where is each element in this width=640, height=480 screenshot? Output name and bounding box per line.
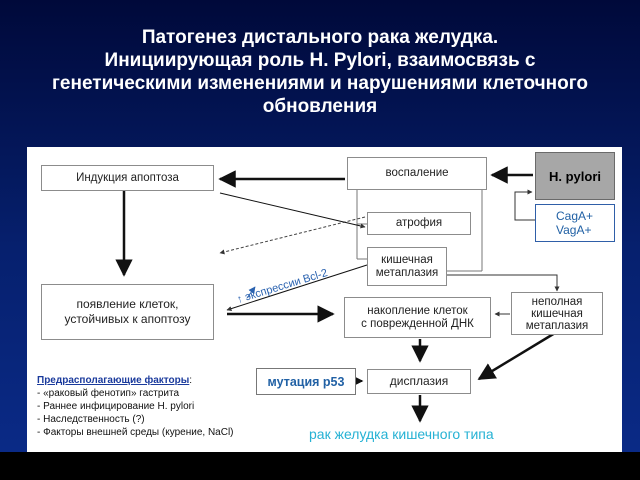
arrows-layer xyxy=(115,166,560,423)
arrow-caga-to-hpylori xyxy=(514,189,535,221)
intestinal-cancer-label: рак желудка кишечного типа xyxy=(309,426,494,442)
resistant-line-2: устойчивых к апоптозу xyxy=(64,312,191,326)
predisposing-factors: Предрасполагающие факторы: - «раковый фе… xyxy=(37,374,234,439)
atrophy-box: атрофия xyxy=(367,212,471,235)
factor-item: - Факторы внешней среды (курение, NaCl) xyxy=(37,427,234,438)
title-line-3: генетическими изменениями и нарушениями … xyxy=(52,73,588,94)
dna-line-2: с поврежденной ДНК xyxy=(361,317,474,330)
factor-item: - «раковый фенотип» гастрита xyxy=(37,388,180,399)
arrow-incomplete-to-dysplasia xyxy=(477,331,556,381)
bottom-band xyxy=(0,452,640,480)
atrophy-label: атрофия xyxy=(395,217,443,229)
factor-item: - Раннее инфицирование H. pylori xyxy=(37,401,195,412)
resistant-line-1: появление клеток, xyxy=(76,297,179,311)
incomplete-line-3: метаплазия xyxy=(525,319,589,332)
factor-item: - Наследственность (?) xyxy=(37,414,145,425)
title-line-4: обновления xyxy=(262,96,378,117)
h-pylori-label: H. pylori xyxy=(548,168,601,184)
metaplasia-line-2: метаплазия xyxy=(375,266,439,279)
dysplasia-label: дисплазия xyxy=(389,374,449,388)
virulence-factors-box: CagA+ VagA+ xyxy=(535,204,615,242)
intestinal-metaplasia-box: кишечная метаплазия xyxy=(367,247,447,286)
diagram-panel: Индукция апоптоза воспаление H. pylori C… xyxy=(27,147,622,452)
apoptosis-induction-label: Индукция апоптоза xyxy=(76,171,179,184)
title-line-1: Патогенез дистального рака желудка. xyxy=(141,27,499,48)
arrow-bcl2 xyxy=(246,286,256,299)
arrow-metaplasia-to-resistant xyxy=(226,264,368,312)
dna-line-1: накопление клеток xyxy=(367,304,468,317)
h-pylori-box: H. pylori xyxy=(535,152,615,200)
incomplete-line-2: кишечная xyxy=(531,307,583,320)
apoptosis-resistant-cells-box: появление клеток, устойчивых к апоптозу xyxy=(41,284,214,340)
caga-label: CagA+ xyxy=(556,209,594,223)
dna-damage-accumulation-box: накопление клеток с поврежденной ДНК xyxy=(344,297,491,338)
title-line-2: Инициирующая роль H. Pylori, взаимосвязь… xyxy=(104,50,536,71)
apoptosis-induction-box: Индукция апоптоза xyxy=(41,165,214,191)
factors-heading-colon: : xyxy=(189,375,193,386)
metaplasia-line-1: кишечная xyxy=(381,253,433,266)
factors-heading: Предрасполагающие факторы xyxy=(37,375,190,386)
p53-mutation-box: мутация р53 xyxy=(256,368,356,395)
inflammation-box: воспаление xyxy=(347,157,487,190)
arrow-metaplasia-to-incomplete xyxy=(447,274,560,292)
factors-heading-row: Предрасполагающие факторы: xyxy=(37,374,234,387)
slide-title: Патогенез дистального рака желудка. Иниц… xyxy=(0,26,640,118)
incomplete-line-1: неполная xyxy=(531,295,583,308)
inflammation-label: воспаление xyxy=(385,167,449,179)
arrow-induction-to-atrophy xyxy=(219,192,366,229)
incomplete-metaplasia-box: неполная кишечная метаплазия xyxy=(511,292,603,335)
p53-label: мутация р53 xyxy=(267,374,345,389)
dysplasia-box: дисплазия xyxy=(367,369,471,394)
vaga-label: VagA+ xyxy=(556,223,592,237)
